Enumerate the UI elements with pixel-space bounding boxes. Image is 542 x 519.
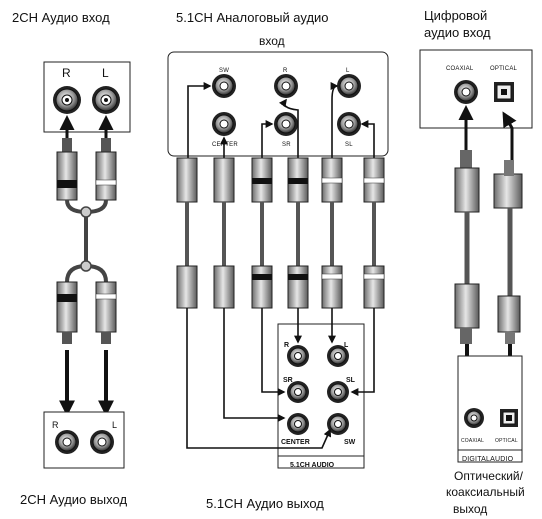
stereo-out-jack-r xyxy=(55,430,79,454)
digital-out-panel xyxy=(457,355,523,461)
stereo-in-label-r: R xyxy=(62,66,71,80)
surround-in-title-line2: вход xyxy=(259,34,285,48)
digital-in-jack-coaxial xyxy=(454,80,478,104)
surround-label-sr: SR xyxy=(282,142,291,148)
digital-section xyxy=(419,49,533,463)
stereo-lower-plug-r xyxy=(56,281,78,344)
surround-label-r: R xyxy=(283,68,288,74)
surround-label-sw: SW xyxy=(219,68,230,74)
surround-in-jack-l xyxy=(337,74,361,98)
digital-out-jack-optical xyxy=(500,409,518,427)
digital-out-panel-caption-box xyxy=(457,449,523,463)
digital-out-jack-coaxial xyxy=(464,408,484,428)
stereo-in-jack-l xyxy=(92,86,120,114)
stereo-lower-plug-l xyxy=(95,281,117,344)
digital-optical-cable xyxy=(493,160,523,344)
out51-label-sw: SW xyxy=(344,439,356,446)
surround-label-center: CENTER xyxy=(212,142,238,148)
surround-in-jack-center xyxy=(212,112,236,136)
digital-out-title-line3: выход xyxy=(453,502,488,516)
stereo-section xyxy=(43,61,131,469)
surround-section xyxy=(167,51,389,469)
out51-label-sl: SL xyxy=(346,377,355,384)
digital-in-title-line2: аудио вход xyxy=(424,25,491,40)
digital-out-panel-caption: DIGITALAUDIO xyxy=(462,456,514,463)
digital-coaxial-cable xyxy=(454,150,480,344)
surround-label-sl: SL xyxy=(345,142,353,148)
surround-out-panel-caption-box xyxy=(277,455,365,469)
stereo-in-label-l: L xyxy=(102,66,109,80)
stereo-in-title: 2CH Аудио вход xyxy=(12,10,110,25)
surround-out-title: 5.1CH Аудио выход xyxy=(206,496,324,511)
surround-input-cables xyxy=(187,82,375,158)
surround-in-jack-r xyxy=(274,74,298,98)
surround-in-panel xyxy=(167,51,389,157)
digital-out-title-line1: Оптический/ xyxy=(454,469,523,483)
stereo-in-jack-r xyxy=(53,86,81,114)
surround-cable-bundle xyxy=(176,157,385,309)
out51-label-l: L xyxy=(344,342,349,349)
stereo-out-label-r: R xyxy=(52,420,59,430)
digital-label-coaxial: COAXIAL xyxy=(446,66,474,72)
stereo-y-cable xyxy=(65,199,108,283)
stereo-out-jack-l xyxy=(90,430,114,454)
surround-label-l: L xyxy=(346,68,350,74)
surround-in-jack-sw xyxy=(212,74,236,98)
out51-label-center: CENTER xyxy=(281,439,310,446)
digital-label-optical: OPTICAL xyxy=(490,66,518,72)
out51-label-r: R xyxy=(284,342,290,349)
surround-in-jack-sr xyxy=(274,112,298,136)
out51-panel-caption: 5.1CH AUDIO xyxy=(290,462,335,469)
stereo-out-title: 2CH Аудио выход xyxy=(20,492,128,507)
stereo-out-label-l: L xyxy=(112,420,118,430)
stereo-upper-plug-r xyxy=(56,138,78,201)
digital-in-arrow-optical xyxy=(502,111,517,160)
surround-in-jack-sl xyxy=(337,112,361,136)
surround-in-title-line1: 5.1CH Аналоговый аудио xyxy=(176,10,329,25)
digital-out-title-line2: коаксиальный xyxy=(446,485,525,499)
surround-output-cables xyxy=(186,308,375,449)
digital-out-label-coaxial: COAXIAL xyxy=(461,438,485,444)
stereo-upper-plug-l xyxy=(95,138,117,201)
digital-out-label-optical: OPTICAL xyxy=(495,438,518,444)
out51-label-sr: SR xyxy=(283,377,293,384)
digital-in-title-line1: Цифровой xyxy=(424,8,488,23)
out51-jacks xyxy=(287,345,349,435)
digital-in-jack-optical xyxy=(494,82,514,102)
